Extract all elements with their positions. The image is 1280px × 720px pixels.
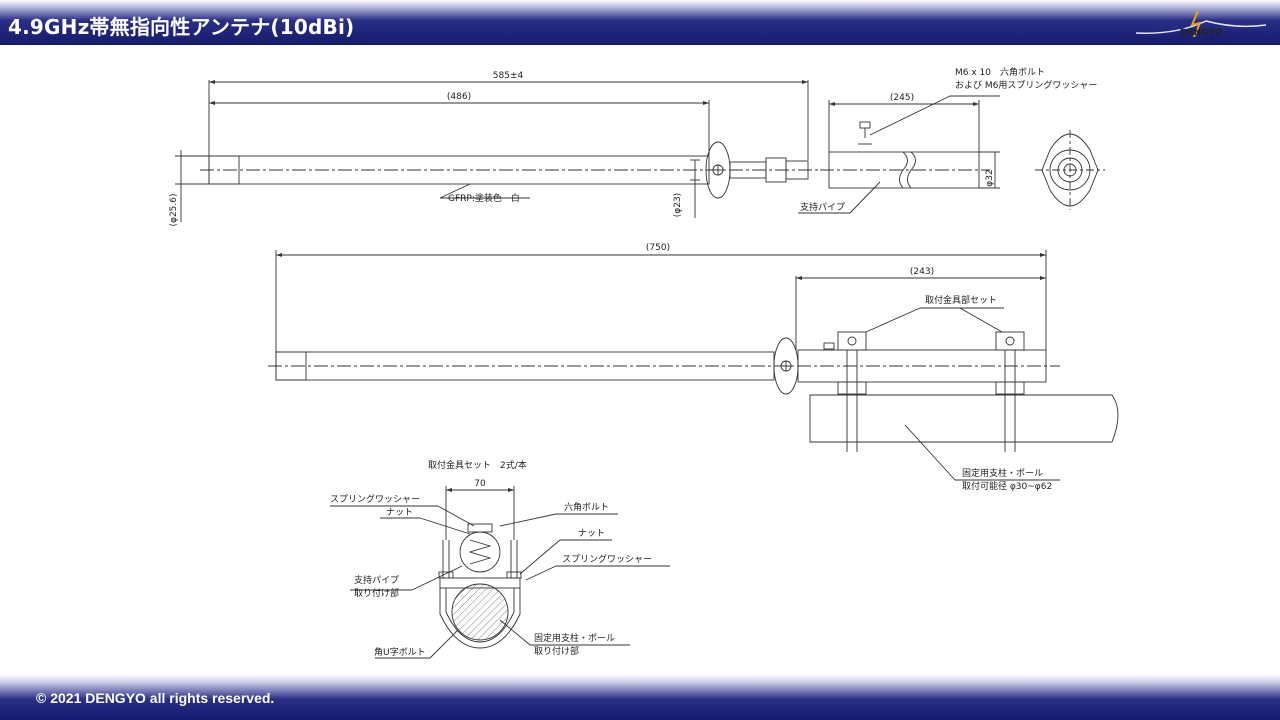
footer-bar: © 2021 DENGYO all rights reserved. xyxy=(0,674,1280,720)
label-gfrp: GFRP:塗装色 白 xyxy=(448,192,520,204)
label-70: 70 xyxy=(474,479,486,489)
end-view-flange xyxy=(1041,133,1099,207)
label-pole-line2: 取付可能径 φ30~φ62 xyxy=(962,480,1052,492)
label-mount-set: 取付金具部セット xyxy=(925,294,997,306)
clamp-right xyxy=(995,331,1025,452)
label-585: 585±4 xyxy=(493,71,524,81)
label-pole-mount-2: 取り付け部 xyxy=(534,645,579,657)
label-u-bolt: 角U字ボルト xyxy=(374,646,426,658)
label-dia-23: (φ23) xyxy=(673,193,683,217)
label-support-pipe: 支持パイプ xyxy=(800,201,845,213)
label-set-title: 取付金具セット 2式/本 xyxy=(428,459,527,471)
svg-text:DENGYO: DENGYO xyxy=(1180,28,1223,38)
label-dia-25-6: (φ25.6) xyxy=(169,194,179,227)
label-nut-left: ナット xyxy=(386,507,413,518)
label-spring-washer-left: スプリングワッシャー xyxy=(330,493,420,505)
label-bolt-line2: および M6用スプリングワッシャー xyxy=(955,79,1097,91)
label-pole-mount-1: 固定用支柱・ポール xyxy=(534,632,615,644)
dengyo-logo: DENGYO xyxy=(1136,10,1266,38)
label-pipe-mount-1: 支持パイプ xyxy=(354,574,399,586)
label-243: (243) xyxy=(910,267,934,277)
label-nut-right: ナット xyxy=(578,528,605,539)
page-title: 4.9GHz帯無指向性アンテナ(10dBi) xyxy=(8,15,355,39)
title-bar: 4.9GHz帯無指向性アンテナ(10dBi) DENGYO xyxy=(0,0,1280,45)
clamp-left xyxy=(837,331,867,452)
bracket-detail xyxy=(438,523,522,649)
label-750: (750) xyxy=(646,243,670,253)
label-486: (486) xyxy=(447,92,471,102)
copyright: © 2021 DENGYO all rights reserved. xyxy=(36,690,275,706)
label-pipe-mount-2: 取り付け部 xyxy=(354,587,399,599)
label-pole-line1: 固定用支柱・ポール xyxy=(962,467,1043,479)
label-hex-bolt: 六角ボルト xyxy=(564,501,609,513)
label-spring-washer-right: スプリングワッシャー xyxy=(562,553,652,565)
antenna-technical-drawing: 585±4 (486) (φ25.6) (φ23) GFRP:塗装色 白 M6 … xyxy=(169,66,1119,659)
label-bolt-line1: M6 x 10 六角ボルト xyxy=(955,66,1045,78)
label-245: (245) xyxy=(890,93,914,103)
label-dia-32: φ32 xyxy=(985,169,995,186)
mounting-pole xyxy=(809,394,1119,443)
